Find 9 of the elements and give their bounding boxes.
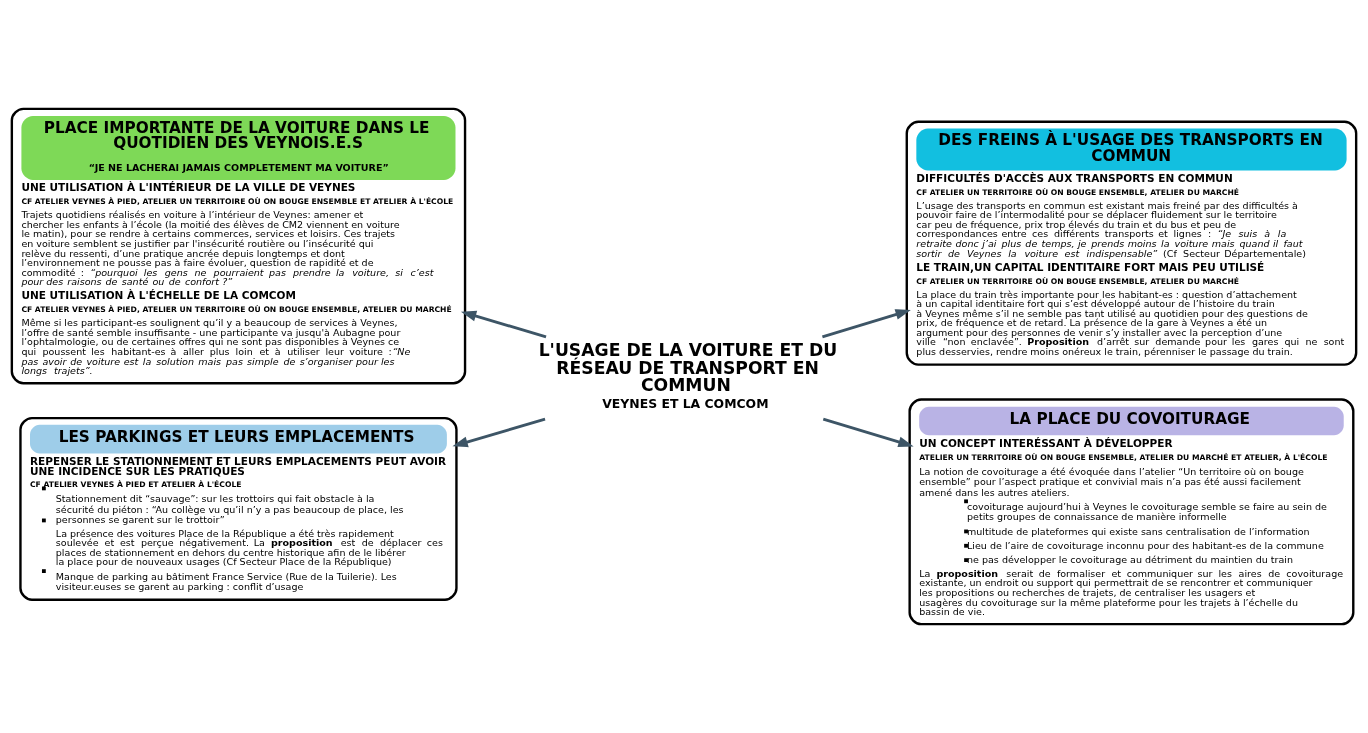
node-text: L'USAGE DE LA VOITURE ET DU RÉSEAU DE TRANSPORT EN COMMUN VEYNES ET LA COMCOM [538, 340, 838, 411]
node-box: LA PLACE DU COVOITURAGE UN CONCEPT INTERÉSSANT À DÉVELOPPER ATELIER UN TERRITOIRE OÙ ON BOUGE ENSEMBLE, ATELIER DU MARCHÉ ET ATELIER, À L'ÉCOLE La notion de covoiturage a été évoquée dans l’atelier “Un territoire où on bouge ensemble” pour l’aspect pratique et convivial mais n’a pas été aussi facilement amené dans les autres ateliers. covoiturage aujourd’hui à Veynes le covoiturage semble se faire au sein de petits groupes de connaissance de manière informelle multitude de plateformes qui existe sans centralisation de l’information Lieu de l’aire de covoiturage inconnu pour des habitant-es de la commune ne pas développer le covoiturage au détriment du maintien du train La proposition serait de formaliser et communiquer sur les aires de covoiturage existante, un endroit ou support qui permettrait de se rencontrer et communiquer les propositions ou recherches de trajets, de centraliser les usagers et usagères du covoiturage sur la même plateforme pour les trajets à l’échelle du bassin de vie. [908, 398, 1355, 626]
node-box: LES PARKINGS ET LEURS EMPLACEMENTS REPENSER LE STATIONNEMENT ET LEURS EMPLACEMENTS PEUT AVOIR UNE INCIDENCE SUR LES PRATIQUES CF ATELIER VEYNES À PIED ET ATELIER À L'ÉCOLE Stationnement dit “sauvage”: sur les trottoirs qui fait obstacle à la sécurité du piéton : “Au collège vu qu’il n’y a pas beaucoup de place, les personnes se garent sur le trottoir” La présence des voitures Place de la République a été très rapidement soulevée et est perçue négativement. La proposition est de déplacer ces places de stationnement en dehors du centre historique afin de le libérer la place pour de nouveaux usages (Cf Secteur Place de la République) Manque de parking au bâtiment France Service (Rue de la Tuilerie). Les visiteur.euses se garent au parking : conflit d’usage [19, 416, 458, 601]
arrow [452, 417, 546, 448]
arrow [460, 310, 547, 339]
arrow [822, 417, 914, 448]
node-box: PLACE IMPORTANTE DE LA VOITURE DANS LE QUOTIDIEN DES VEYNOIS.E.S “JE NE LACHERAI JAMAIS COMPLETEMENT MA VOITURE” UNE UTILISATION À L'INTÉRIEUR DE LA VILLE DE VEYNES CF ATELIER VEYNES À PIED, ATELIER UN TERRITOIRE OÙ ON BOUGE ENSEMBLE ET ATELIER À L'ÉCOLE Trajets quotidiens réalisés en voiture à l’intérieur de Veynes: amener et chercher les enfants à l’école (la moitié des élèves de CM2 viennent en voiture le matin), pour se rendre à certains commerces, services et loisirs. Ces trajets en voiture semblent se justifier par l'insécurité routière ou l’insécurité qui relève du ressenti, d’une pratique ancrée depuis longtemps et dont l’environnement ne pousse pas à faire évoluer, question de rapidité et de commodité : “pourquoi les gens ne pourraient pas prendre la voiture, si c’est pour des raisons de santé ou de confort ?” UNE UTILISATION À L'ÉCHELLE DE LA COMCOM CF ATELIER VEYNES À PIED, ATELIER UN TERRITOIRE OÙ ON BOUGE ENSEMBLE, ATELIER DU MARCHÉ Même si les participant-es soulignent qu’il y a beaucoup de services à Veynes, l’offre de santé semble insuffisante - une participante va jusqu'à Aubagne pour l’ophtalmologie, ou de certaines offres qui ne sont pas disponibles à Veynes ce qui poussent les habitant-es à aller plus loin et à utiliser leur voiture :“Ne pas avoir de voiture est la solution mais pas simple de s’organiser pour les longs trajets”. [10, 107, 467, 385]
node-box: DES FREINS À L'USAGE DES TRANSPORTS EN COMMUN DIFFICULTÉS D'ACCÈS AUX TRANSPORTS EN COMMUN CF ATELIER UN TERRITOIRE OÙ ON BOUGE ENSEMBLE, ATELIER DU MARCHÉ L’usage des transports en commun est existant mais freiné par des difficultés à pouvoir faire de l’intermodalité pour se déplacer fluidement sur le territoire car peu de fréquence, prix trop élevés du train et du bus et peu de correspondances entre ces différents transports et lignes : “Je suis à la retraite donc j’ai plus de temps, je prends moins la voiture mais quand il faut sortir de Veynes la voiture est indispensable” (Cf Secteur Départementale) LE TRAIN,UN CAPITAL IDENTITAIRE FORT MAIS PEU UTILISÉ CF ATELIER UN TERRITOIRE OÙ ON BOUGE ENSEMBLE, ATELIER DU MARCHÉ La place du train très importante pour les habitant-es : question d’attachement à un capital identitaire fort qui s’est développé autour de l’histoire du train à Veynes même s’il ne semble pas tant utilisé au quotidien pour des questions de prix, de fréquence et de retard. La présence de la gare à Veynes a été un argument pour des personnes de venir s’y installer avec la perception d’une ville “non enclavée”. Proposition d’arrêt sur demande pour les gares qui ne sont plus desservies, rendre moins onéreux le train, pérenniser le passage du train. [905, 120, 1358, 366]
arrow [821, 309, 911, 339]
